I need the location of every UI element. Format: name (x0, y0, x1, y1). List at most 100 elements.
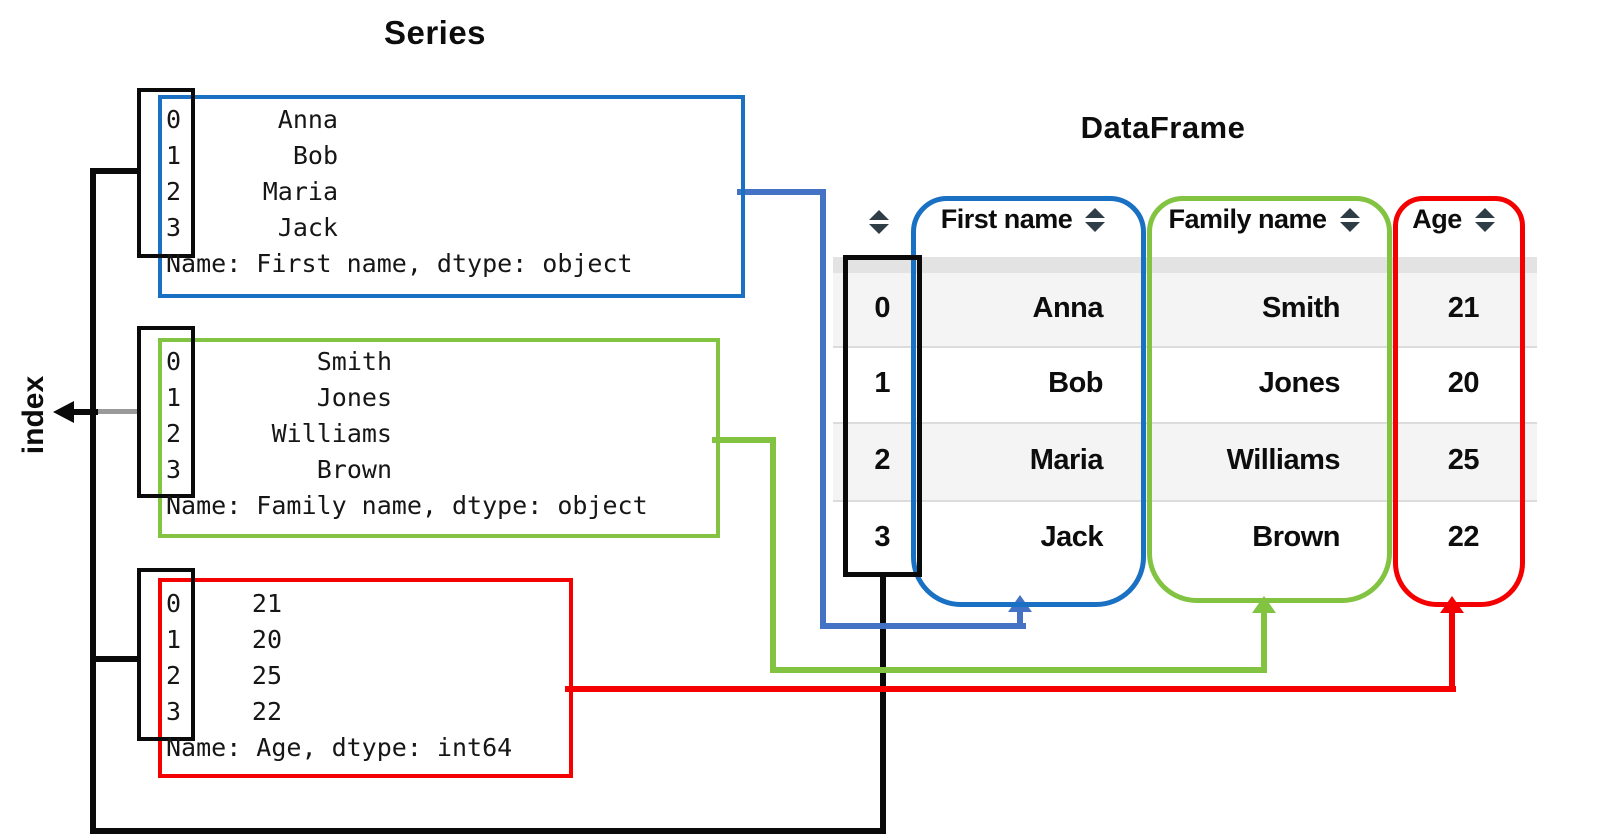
series-index-value: 0 (166, 347, 182, 376)
series-box-age (158, 578, 573, 778)
series-value: Williams (271, 419, 392, 448)
series-family-name-index-box (137, 326, 195, 498)
series-box-first-name (158, 95, 745, 298)
series-index-value: 1 (166, 383, 182, 412)
series-index-value: 3 (166, 213, 182, 242)
column-header-label: Family name (1168, 204, 1327, 234)
series-value: Jones (316, 383, 392, 412)
first-name-connector (820, 623, 1026, 629)
series-index-value: 0 (166, 105, 182, 134)
index-branch-top (90, 168, 141, 174)
index-arrowhead-icon (53, 401, 74, 423)
family-name-connector (770, 667, 1267, 673)
series-line: 3 22 (166, 694, 512, 730)
table-header-band (833, 257, 1537, 273)
series-line: 1 Jones (166, 380, 648, 416)
index-trunk-line (90, 168, 96, 834)
age-column-outline (1393, 196, 1525, 607)
table-cell: Jack (1040, 521, 1103, 553)
age-connector (1449, 610, 1455, 692)
series-line: 0 Smith (166, 344, 648, 380)
series-index-value: 0 (166, 589, 182, 618)
column-header-label: First name (940, 204, 1073, 234)
table-cell: 20 (1447, 367, 1480, 399)
series-line: 1 20 (166, 622, 512, 658)
table-cell: Smith (1261, 292, 1341, 324)
series-value: 21 (251, 589, 282, 618)
sort-icon[interactable] (1084, 207, 1106, 232)
first-name-connector (820, 189, 826, 629)
table-row-separator (833, 422, 1537, 424)
dataframe-index-value: 2 (874, 444, 891, 476)
family-name-column-outline (1147, 196, 1392, 603)
column-header-family-name[interactable]: Family name (1147, 204, 1382, 235)
sort-icon[interactable] (1339, 207, 1361, 232)
index-sort-control[interactable] (868, 210, 890, 234)
column-header-label: Age (1412, 204, 1462, 234)
index-axis-label: index (17, 375, 50, 455)
table-cell: Maria (1029, 444, 1104, 476)
series-value: Brown (316, 455, 392, 484)
series-age-index-box (137, 568, 195, 741)
dataframe-title: DataFrame (1080, 110, 1246, 145)
first-name-connector (1017, 608, 1023, 629)
series-index-value: 2 (166, 419, 182, 448)
series-index-value: 1 (166, 625, 182, 654)
family-name-connector (770, 437, 776, 673)
index-branch-middle-gray (96, 409, 141, 414)
series-line: 0 21 (166, 586, 512, 622)
table-cell: 21 (1447, 292, 1480, 324)
table-cell: Anna (1032, 292, 1104, 324)
series-first-name-content: 0 Anna 1 Bob 2 Maria 3 Jack Name: First … (166, 102, 633, 282)
table-cell: 25 (1447, 444, 1480, 476)
series-value: Jack (277, 213, 338, 242)
age-connector (565, 686, 1456, 692)
dataframe-index-value: 0 (874, 292, 891, 324)
series-line: 1 Bob (166, 138, 633, 174)
series-line: 2 25 (166, 658, 512, 694)
table-cell: Brown (1252, 521, 1340, 553)
series-age-content: 0 21 1 20 2 25 3 22 Name: Age, dtype: in… (166, 586, 512, 766)
index-branch-bottom (90, 656, 141, 662)
column-header-age[interactable]: Age (1393, 204, 1515, 235)
series-line: 3 Jack (166, 210, 633, 246)
series-line: 2 Williams (166, 416, 648, 452)
series-index-value: 2 (166, 661, 182, 690)
series-index-value: 2 (166, 177, 182, 206)
index-bottom-line (90, 828, 886, 834)
series-value: Bob (292, 141, 338, 170)
series-value: Maria (262, 177, 338, 206)
dataframe-index-box (843, 255, 922, 577)
table-row-stripe (833, 273, 1537, 347)
series-index-value: 3 (166, 455, 182, 484)
first-name-column-outline (911, 196, 1146, 607)
series-first-name-index-box (137, 88, 195, 258)
index-arrow-shaft (72, 409, 98, 415)
series-family-name-content: 0 Smith 1 Jones 2 Williams 3 Brown Name:… (166, 344, 648, 524)
series-value: Anna (277, 105, 338, 134)
series-footer: Name: First name, dtype: object (166, 249, 633, 278)
dataframe-index-value: 3 (874, 521, 891, 553)
sort-icon[interactable] (1474, 207, 1496, 232)
series-footer: Name: Family name, dtype: object (166, 491, 648, 520)
series-line: 3 Brown (166, 452, 648, 488)
dataframe-index-drop-line (880, 577, 886, 834)
series-box-family-name (158, 338, 720, 538)
table-row-separator (833, 346, 1537, 348)
series-footer: Name: Age, dtype: int64 (166, 733, 513, 762)
table-row-stripe (833, 423, 1537, 501)
series-line: 0 Anna (166, 102, 633, 138)
series-value: 25 (251, 661, 282, 690)
family-name-connector (1261, 610, 1267, 672)
family-name-connector (712, 437, 776, 443)
column-header-first-name[interactable]: First name (911, 204, 1136, 235)
table-cell: Williams (1226, 444, 1341, 476)
series-title: Series (383, 14, 487, 51)
series-value: 22 (251, 697, 282, 726)
table-cell: Bob (1048, 367, 1103, 399)
sort-icon[interactable] (868, 210, 890, 234)
series-value: 20 (251, 625, 282, 654)
table-row-separator (833, 500, 1537, 502)
table-cell: Jones (1258, 367, 1341, 399)
